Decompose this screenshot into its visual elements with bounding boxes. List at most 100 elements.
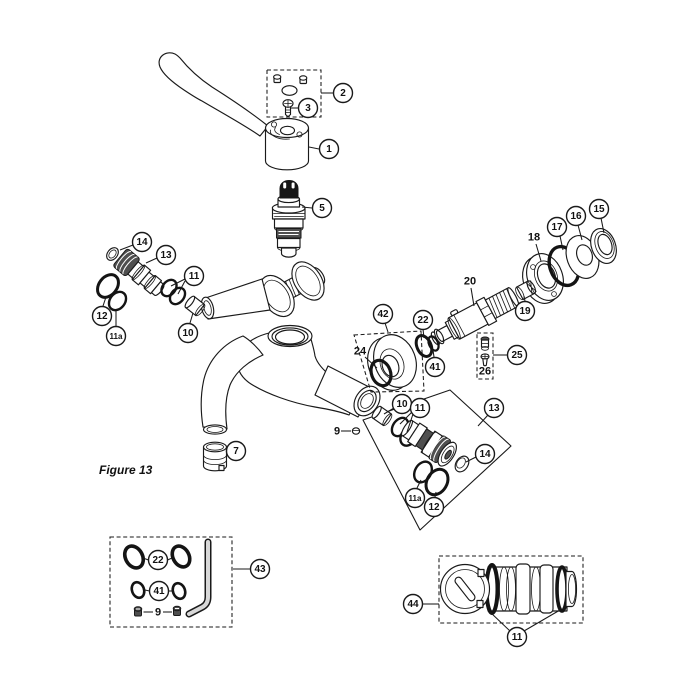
callout-balloon (91, 305, 113, 327)
kit-o-ring-41a (130, 580, 146, 600)
faucet-body (200, 278, 381, 435)
callout-balloon (424, 356, 446, 378)
callout-22: 22 (142, 549, 173, 571)
cartridge (271, 179, 306, 258)
callout-label: 24 (354, 346, 367, 358)
callout-balloon (147, 549, 169, 571)
callout-label: 2 (340, 88, 346, 99)
callout-label: 22 (417, 315, 429, 326)
callout-label: 1 (326, 144, 332, 155)
bushing-10 (184, 295, 206, 317)
callout-7: 7 (225, 440, 247, 462)
callout-13: 13 (145, 244, 177, 266)
check-valve-left (96, 247, 206, 317)
check-valve-right (362, 389, 512, 531)
callout-24: 24 (354, 346, 378, 369)
callout-leader (559, 235, 564, 251)
callout-leader (384, 322, 389, 333)
callout-balloon (318, 138, 340, 160)
lever-handle (158, 52, 269, 137)
callout-label: 12 (428, 502, 440, 513)
callout-9: 9 (143, 607, 172, 619)
kit-o-ring-22a (122, 544, 146, 570)
check-valve-body-r (400, 419, 457, 467)
callout-leader (577, 224, 583, 241)
o-ring-24 (369, 358, 393, 388)
callout-label: 11a (110, 332, 123, 341)
callout-15: 15 (588, 198, 610, 234)
callout-leader (416, 479, 422, 489)
callout-10: 10 (383, 393, 413, 415)
callout-label: 22 (152, 555, 164, 566)
grub-screw (351, 427, 361, 435)
callout-label: 7 (233, 446, 239, 457)
o-ring-41 (427, 335, 440, 352)
callout-leader (477, 414, 489, 427)
callout-41: 41 (424, 349, 446, 378)
callout-label: 9 (155, 607, 161, 619)
callout-leader (470, 287, 475, 307)
callout-43: 43 (233, 558, 271, 580)
callout-leader (364, 356, 378, 369)
outlet-shank (414, 287, 520, 358)
callout-leader (102, 296, 107, 307)
cap-14 (106, 247, 119, 261)
figure-label: Figure 13 (99, 463, 153, 477)
callout-leader (177, 280, 186, 295)
kit-o-ring-22b (170, 544, 192, 569)
callout-balloon (105, 325, 127, 347)
callout-balloon (514, 300, 536, 322)
callout-label: 14 (136, 237, 148, 248)
callout-label: 44 (407, 599, 419, 610)
callout-balloon (225, 440, 247, 462)
callout-balloon (404, 487, 426, 509)
callout-label: 11 (415, 403, 426, 414)
ring-15 (590, 228, 617, 264)
callout-label: 16 (570, 211, 582, 222)
o-ring-12r (424, 467, 450, 497)
callout-leader (434, 491, 437, 498)
callout-26: 26 (479, 366, 491, 378)
callout-label: 3 (305, 103, 311, 114)
callout-42: 42 (372, 303, 394, 333)
callout-44: 44 (402, 593, 439, 615)
spout (200, 335, 264, 435)
callout-leader (144, 589, 150, 592)
callout-label: 18 (528, 232, 540, 244)
callout-balloon (546, 216, 568, 238)
callout-5: 5 (301, 197, 333, 219)
o-ring-11 (160, 278, 178, 298)
aerator (202, 441, 228, 472)
callout-leader (422, 328, 425, 339)
callout-balloon (423, 496, 445, 518)
callout-11: 11 (399, 397, 431, 433)
callout-label: 19 (519, 306, 531, 317)
check-valve-body (113, 248, 165, 296)
handle-screw-3 (282, 99, 294, 118)
callout-9: 9 (334, 426, 351, 438)
callout-11: 11 (489, 609, 561, 648)
screw-26 (480, 353, 490, 367)
callout-11a: 11a (105, 311, 127, 347)
callout-balloon (402, 593, 424, 615)
callout-19: 19 (514, 295, 536, 322)
callout-leader (535, 243, 542, 262)
callout-10: 10 (177, 312, 199, 344)
kit-o-ring-41b (171, 581, 187, 601)
callout-leader (432, 349, 435, 358)
callout-2: 2 (321, 82, 354, 104)
callout-balloon (311, 197, 333, 219)
callout-20: 20 (464, 276, 476, 307)
callout-14: 14 (465, 443, 496, 465)
plug-oval (281, 85, 298, 96)
callout-balloon (412, 309, 434, 331)
callout-leader (301, 206, 313, 209)
screw-small-right (299, 75, 308, 85)
allen-key (185, 538, 212, 618)
callout-label: 10 (182, 328, 194, 339)
callout-balloon (332, 82, 354, 104)
kit-screw-9a (133, 606, 143, 617)
callout-balloon (183, 265, 205, 287)
